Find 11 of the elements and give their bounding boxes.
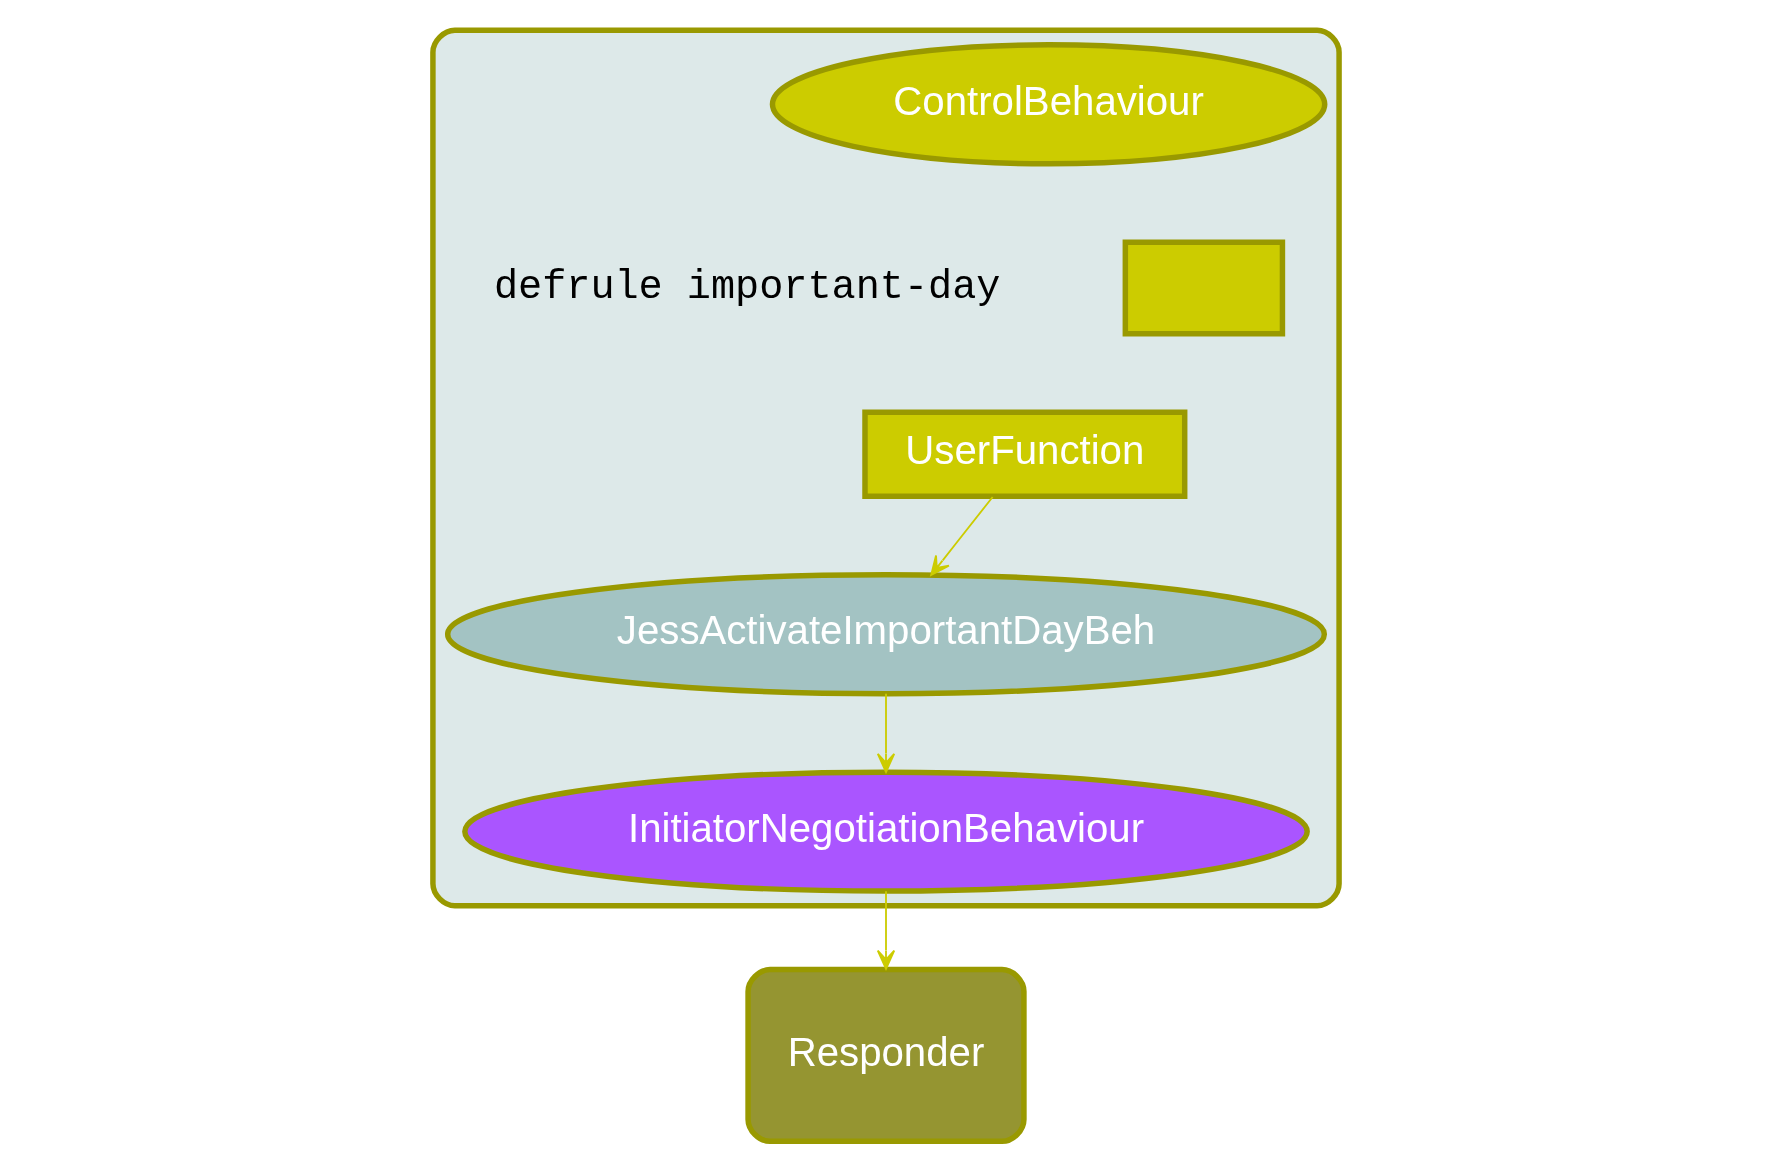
arrow	[876, 890, 896, 970]
node-box: Responder	[745, 966, 1027, 1145]
arrow	[876, 692, 896, 773]
label: defrule important-day	[493, 265, 1001, 311]
node-ellipse: InitiatorNegotiationBehaviour	[462, 769, 1310, 894]
cluster	[430, 27, 1342, 909]
node-box: UserFunction	[862, 409, 1188, 499]
node-ellipse: JessActivateImportantDayBeh	[444, 572, 1328, 697]
arrow	[930, 496, 994, 576]
node-ellipse: ControlBehaviour	[769, 42, 1328, 167]
node-box	[1122, 239, 1286, 337]
